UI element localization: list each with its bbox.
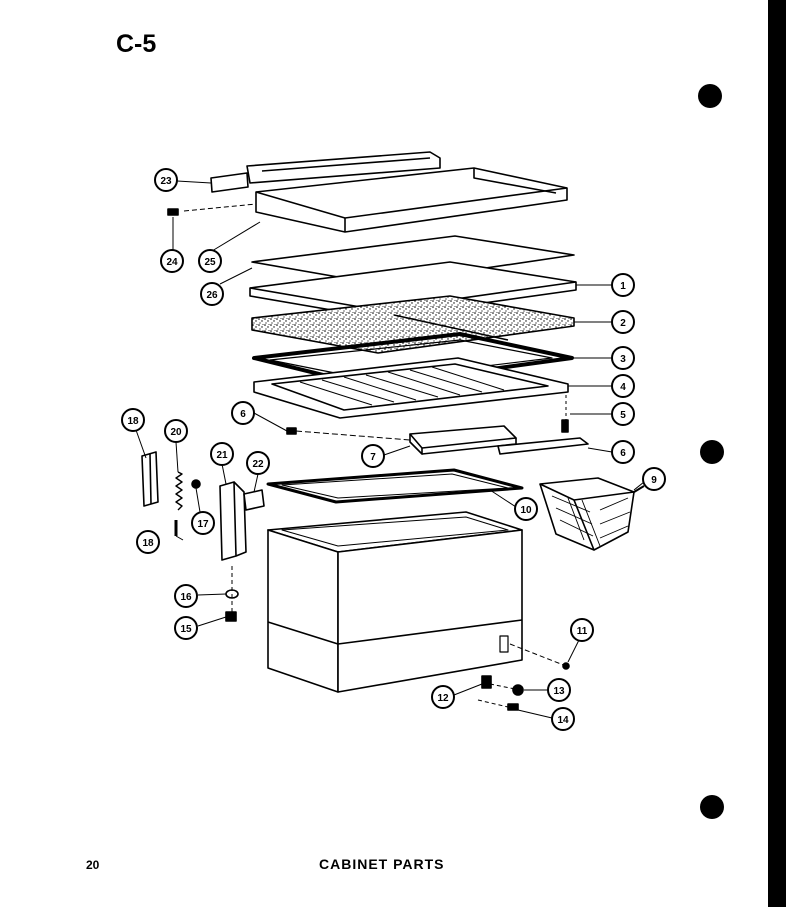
callout-markers: 1 2 3 4 5 6 6 7 9 10 11 12 13 14 15 16 1…: [121, 168, 666, 731]
callout-14-number: 14: [557, 715, 569, 726]
callout-26: 26: [200, 282, 224, 306]
callout-16-number: 16: [180, 592, 192, 603]
callout-23: 23: [154, 168, 178, 192]
callout-7: 7: [361, 444, 385, 468]
callout-23-number: 23: [160, 176, 172, 187]
callout-20-number: 20: [170, 427, 182, 438]
callout-25-number: 25: [204, 257, 216, 268]
callout-13: 13: [547, 678, 571, 702]
callout-26-number: 26: [206, 290, 218, 301]
callout-10: 10: [514, 497, 538, 521]
callout-5: 5: [611, 402, 635, 426]
callout-22: 22: [246, 451, 270, 475]
callout-2-number: 2: [620, 318, 626, 329]
callout-15-number: 15: [180, 624, 192, 635]
callout-17: 17: [191, 511, 215, 535]
callout-1: 1: [611, 273, 635, 297]
callout-3-number: 3: [620, 354, 626, 365]
callout-11-number: 11: [577, 626, 588, 637]
callout-21: 21: [210, 442, 234, 466]
leader-lines: [135, 180, 645, 719]
callout-14: 14: [551, 707, 575, 731]
callout-21-number: 21: [216, 450, 228, 461]
callout-22-number: 22: [252, 459, 264, 470]
page-code: C-5: [116, 30, 157, 58]
callout-15: 15: [174, 616, 198, 640]
lid-insulation: [251, 295, 575, 354]
callout-12-number: 12: [437, 693, 449, 704]
callout-25: 25: [198, 249, 222, 273]
lid-frame: [255, 167, 568, 233]
hinge-spring: [175, 471, 183, 511]
hinge-bar: [141, 451, 159, 507]
callout-11: 11: [570, 618, 594, 642]
hinge-rail: [210, 151, 441, 193]
callout-6-left-number: 6: [240, 409, 246, 420]
breaker-strip: [266, 468, 524, 504]
callout-1-number: 1: [620, 281, 626, 292]
callout-9: 9: [642, 467, 666, 491]
callout-4: 4: [611, 374, 635, 398]
callout-6-right: 6: [611, 440, 635, 464]
callout-24-number: 24: [166, 257, 178, 268]
punch-hole-bottom: [700, 795, 724, 819]
callout-18-top-number: 18: [127, 416, 139, 427]
callout-16: 16: [174, 584, 198, 608]
callout-24: 24: [160, 249, 184, 273]
hinge-arm: [219, 481, 247, 561]
callout-10-number: 10: [520, 505, 532, 516]
hinge-plate: [243, 489, 265, 511]
callout-18-bottom-number: 18: [142, 538, 154, 549]
callout-6-left: 6: [231, 401, 255, 425]
trim-strip: [497, 437, 589, 455]
callout-3: 3: [611, 346, 635, 370]
inner-lid: [253, 357, 569, 419]
callout-20: 20: [164, 419, 188, 443]
callout-2: 2: [611, 310, 635, 334]
callout-5-number: 5: [620, 410, 626, 421]
callout-4-number: 4: [620, 382, 626, 393]
punch-hole-top: [698, 84, 722, 108]
wire-basket: [539, 477, 645, 551]
callout-12: 12: [431, 685, 455, 709]
punch-hole-middle: [700, 440, 724, 464]
callout-17-number: 17: [197, 519, 209, 530]
callout-18-bottom: 18: [136, 530, 160, 554]
hardware-parts: [167, 208, 570, 711]
page-number: 20: [86, 858, 100, 872]
scan-edge-bar: [768, 0, 786, 907]
callout-13-number: 13: [553, 686, 565, 697]
callout-9-number: 9: [651, 475, 657, 486]
figure-caption: CABINET PARTS: [319, 856, 445, 872]
callout-6-right-number: 6: [620, 448, 626, 459]
callout-18-top: 18: [121, 408, 145, 432]
cabinet-body: [267, 511, 523, 693]
callout-7-number: 7: [370, 452, 376, 463]
